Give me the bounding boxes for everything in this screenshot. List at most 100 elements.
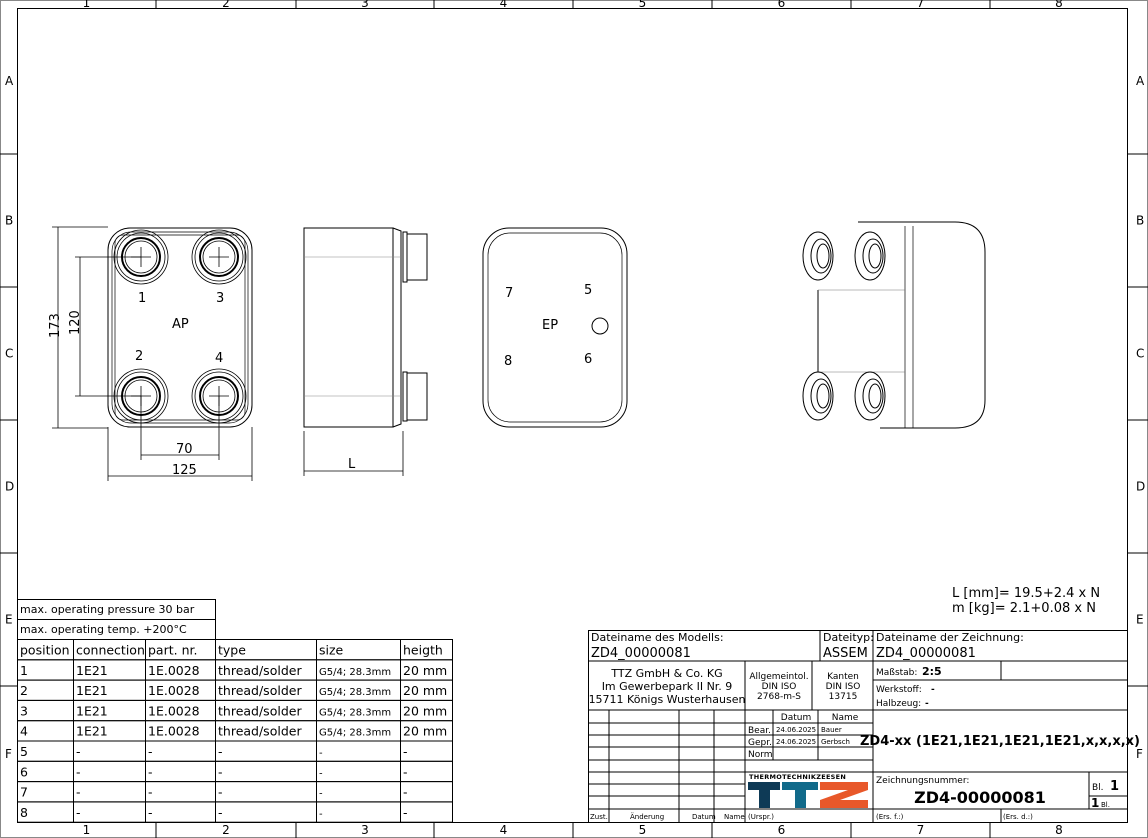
table-cell: G5/4; 28.3mm — [319, 707, 391, 718]
port-label-1: 1 — [138, 291, 146, 306]
table-cell: - — [76, 764, 81, 779]
dim-height: 173 — [48, 313, 63, 338]
table-cell: - — [403, 805, 408, 820]
iso-port-icon — [802, 231, 834, 281]
column-label: 6 — [778, 823, 786, 837]
replaces-label: (Ers. f.:) — [876, 813, 904, 821]
mass-formula: m [kg]= 2.1+0.08 x N — [952, 601, 1096, 616]
table-cell: - — [403, 764, 408, 779]
original-label: (Urspr.) — [748, 813, 774, 821]
table-cell: 1E.0028 — [148, 703, 200, 718]
table-cell: - — [218, 764, 223, 779]
table-cell: 1E.0028 — [148, 724, 200, 739]
edges-line-2: DIN ISO — [826, 682, 861, 692]
table-cell: thread/solder — [218, 724, 302, 739]
table-cell: 1E.0028 — [148, 663, 200, 678]
table-cell: 4 — [20, 724, 28, 739]
table-row: 6----- — [17, 760, 453, 783]
ep-view: 7 5 8 6 EP — [482, 227, 628, 428]
column-label: 8 — [1055, 0, 1063, 10]
ap-view: 1 3 2 4 AP 173 120 70 125 L — [48, 226, 404, 481]
tolerance-line-3: 2768-m-S — [757, 692, 801, 702]
rev-name-header: Name — [724, 813, 745, 821]
table-cell: position — [20, 643, 70, 658]
semi-finished-label: Halbzeug: — [876, 699, 921, 709]
sheets-label: Bl. — [1101, 801, 1110, 809]
drawn-label: Bear. — [748, 726, 771, 736]
table-cell: - — [76, 785, 81, 800]
table-cell: - — [76, 805, 81, 820]
row-label: C — [1136, 347, 1144, 361]
port-label-7: 7 — [505, 286, 513, 301]
dim-port-vertical: 120 — [68, 310, 83, 335]
table-cell: 20 mm — [403, 663, 447, 678]
row-label: E — [5, 613, 13, 627]
table-cell: - — [403, 785, 408, 800]
column-label: 6 — [778, 0, 786, 10]
table-cell: 20 mm — [403, 724, 447, 739]
table-cell: 6 — [20, 764, 28, 779]
table-cell: 1E.0028 — [148, 683, 200, 698]
drawing-label: Dateiname der Zeichnung: — [876, 631, 1024, 644]
column-label: 3 — [361, 823, 369, 837]
table-cell: G5/4; 28.3mm — [319, 667, 391, 678]
rev-date-header: Datum — [692, 813, 716, 821]
table-cell: - — [319, 748, 323, 759]
type-value: ASSEM — [823, 646, 868, 661]
table-cell: 1 — [20, 663, 28, 678]
table-cell: thread/solder — [218, 683, 302, 698]
isometric-view — [802, 221, 986, 429]
row-label: F — [1136, 747, 1143, 761]
table-cell: - — [218, 744, 223, 759]
ap-dimensions — [52, 226, 404, 481]
table-cell: 1E21 — [76, 683, 108, 698]
dim-width: 125 — [172, 463, 197, 478]
ttz-logo: THERMOTECHNIKZEESEN — [748, 773, 868, 808]
table-cell: 20 mm — [403, 683, 447, 698]
rev-change-header: Änderung — [630, 812, 664, 821]
port-connector-icon — [191, 229, 247, 285]
table-cell: G5/4; 28.3mm — [319, 687, 391, 698]
iso-port-icon — [802, 371, 834, 421]
row-label: D — [1136, 480, 1145, 494]
dim-length: L — [348, 457, 356, 472]
column-label: 3 — [361, 0, 369, 10]
sheets-total: 1 — [1091, 796, 1099, 810]
table-cell: - — [148, 764, 153, 779]
column-label: 2 — [222, 0, 230, 10]
side-view — [303, 227, 428, 428]
table-cell: 20 mm — [403, 703, 447, 718]
table-cell: 8 — [20, 805, 28, 820]
max-temp: max. operating temp. +200°C — [20, 623, 187, 636]
table-cell: - — [218, 805, 223, 820]
table-cell: part. nr. — [148, 643, 197, 658]
checked-date: 24.06.2025 — [776, 738, 816, 746]
row-label: F — [5, 747, 12, 761]
column-label: 1 — [83, 823, 91, 837]
drawing-title: ZD4-xx (1E21,1E21,1E21,1E21,x,x,x,x) — [860, 734, 1140, 749]
edges-line-1: Kanten — [827, 672, 859, 682]
company-street: Im Gewerbepark II Nr. 9 — [602, 680, 733, 693]
sheet-label: Bl. — [1092, 783, 1104, 793]
table-cell: 3 — [20, 703, 28, 718]
column-label: 2 — [222, 823, 230, 837]
table-cell: 7 — [20, 785, 28, 800]
table-cell: heigth — [403, 643, 443, 658]
table-cell: - — [76, 744, 81, 759]
column-label: 4 — [500, 0, 508, 10]
table-cell: type — [218, 643, 246, 658]
table-cell: 1E21 — [76, 703, 108, 718]
row-label: C — [5, 347, 13, 361]
dim-port-horizontal: 70 — [176, 442, 193, 457]
table-row: 5----- — [17, 740, 453, 762]
column-label: 7 — [917, 823, 925, 837]
material-value: - — [931, 685, 935, 695]
column-label: 5 — [639, 0, 647, 10]
model-label: Dateiname des Modells: — [591, 631, 724, 644]
row-label: D — [5, 480, 14, 494]
table-row: 7----- — [17, 781, 453, 803]
tolerance-line-2: DIN ISO — [762, 682, 797, 692]
